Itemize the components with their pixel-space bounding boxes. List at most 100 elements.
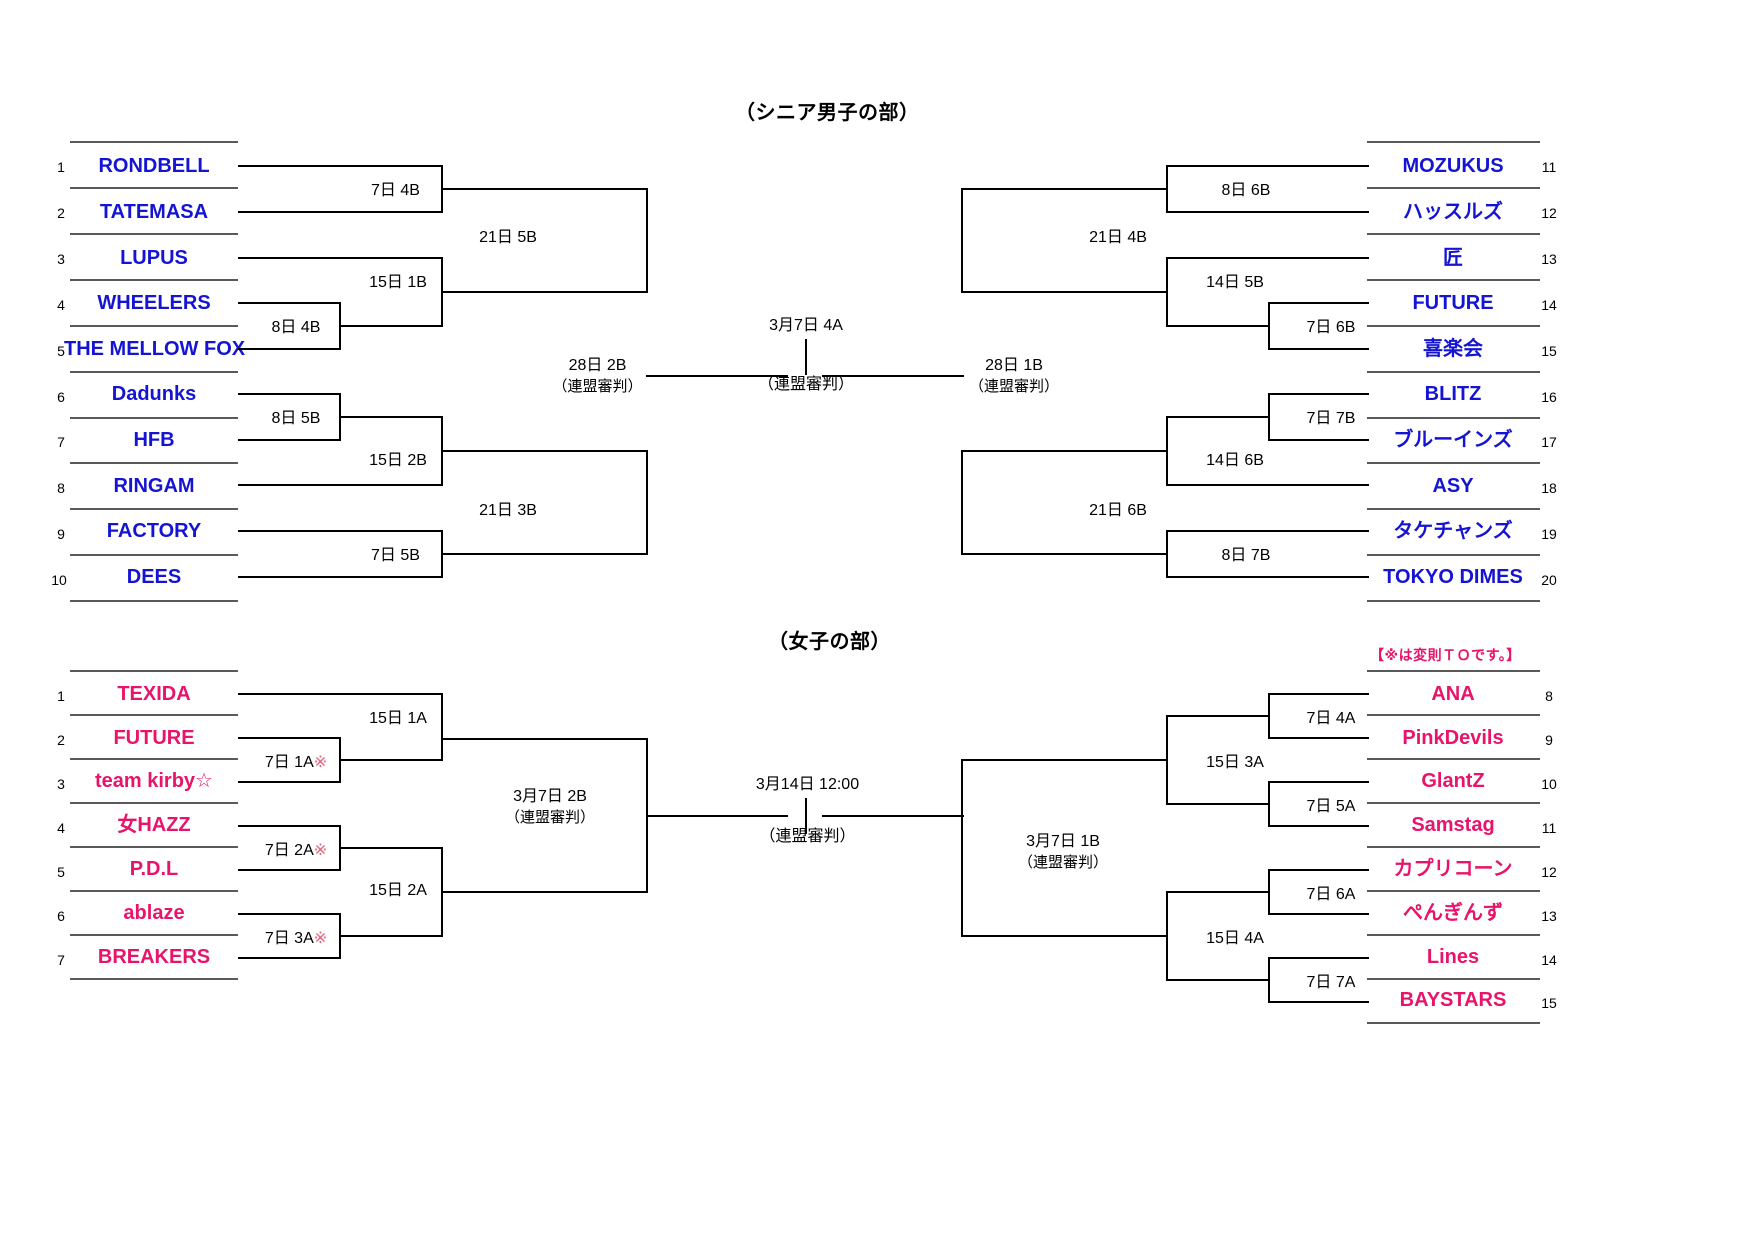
team-rule [70, 670, 238, 672]
bracket-line [1166, 257, 1369, 259]
bracket-line [646, 815, 788, 817]
team-name: FUTURE [1412, 292, 1494, 314]
round-label: 21日 3B [479, 502, 537, 519]
round-label: （連盟審判） [757, 376, 854, 393]
bracket-line [1268, 1001, 1369, 1003]
bracket-line [341, 935, 443, 937]
team-rule [70, 325, 238, 327]
team-name: Dadunks [111, 383, 197, 405]
team-name: Lines [1426, 946, 1480, 968]
bracket-line [441, 693, 443, 759]
team-rule [1367, 325, 1540, 327]
round-label: 14日 5B [1206, 274, 1264, 291]
seed-number: 3 [57, 776, 65, 792]
team-name: ブルーインズ [1393, 429, 1513, 451]
bracket-line [238, 257, 443, 259]
round-label-main: 3月7日 1B [1026, 833, 1100, 850]
men-section-title: （シニア男子の部） [735, 102, 920, 124]
team-rule [70, 890, 238, 892]
team-name: WHEELERS [97, 292, 211, 314]
bracket-line [441, 891, 648, 893]
bracket-line [1166, 715, 1268, 717]
round-label-main: 28日 2B [568, 357, 627, 374]
bracket-line [805, 798, 807, 834]
seed-number: 13 [1541, 251, 1557, 267]
bracket-line [441, 553, 648, 555]
seed-number: 10 [1541, 776, 1557, 792]
round-label: 8日 7B [1221, 547, 1271, 564]
round-label: 15日 3A [1206, 754, 1264, 771]
seed-number: 15 [1541, 343, 1557, 359]
team-name: TEXIDA [117, 683, 191, 705]
bracket-line [238, 530, 443, 532]
round-label: 21日 6B [1089, 502, 1147, 519]
round-label: 15日 1A [369, 710, 427, 727]
bracket-line [822, 815, 964, 817]
team-name: TATEMASA [99, 201, 209, 223]
bracket-line [238, 737, 341, 739]
bracket-line [339, 825, 341, 869]
team-name: GlantZ [1421, 770, 1485, 792]
team-name: BREAKERS [97, 946, 211, 968]
seed-number: 7 [57, 952, 65, 968]
bracket-line [961, 188, 1168, 190]
team-name: HFB [133, 429, 175, 451]
team-name: FACTORY [106, 520, 202, 542]
bracket-line [1268, 348, 1369, 350]
bracket-line [1166, 325, 1268, 327]
team-rule [1367, 279, 1540, 281]
bracket-line [1268, 439, 1369, 441]
bracket-line [238, 393, 341, 395]
bracket-line [339, 737, 341, 781]
round-label: 28日 2B （連盟審判） [540, 355, 655, 397]
round-label: 7日 4A [1306, 710, 1356, 727]
bracket-line [1166, 484, 1369, 486]
seed-number: 19 [1541, 526, 1557, 542]
team-name: FUTURE [113, 727, 195, 749]
bracket-line [1268, 781, 1270, 825]
team-name: P.D.L [129, 858, 179, 880]
bracket-line [238, 576, 443, 578]
bracket-line [339, 393, 341, 439]
seed-number: 2 [57, 205, 65, 221]
team-name: PinkDevils [1402, 727, 1504, 749]
bracket-line [1268, 737, 1369, 739]
bracket-line [238, 781, 341, 783]
round-label: 3月7日 4A [769, 317, 843, 334]
bracket-line [646, 188, 648, 291]
team-rule [1367, 934, 1540, 936]
team-rule [70, 233, 238, 235]
bracket-line [822, 375, 964, 377]
bracket-line [1166, 416, 1268, 418]
seed-number: 11 [1541, 820, 1557, 836]
team-rule [1367, 554, 1540, 556]
bracket-line [1268, 693, 1270, 737]
seed-number: 15 [1541, 995, 1557, 1011]
round-label: 7日 1A※ [250, 752, 342, 774]
bracket-line [1268, 302, 1270, 348]
team-rule [1367, 714, 1540, 716]
round-label-sub: （連盟審判） [504, 808, 595, 826]
bracket-line [961, 291, 1168, 293]
bracket-line [339, 913, 341, 957]
bracket-line [1268, 869, 1369, 871]
round-label: 21日 4B [1089, 229, 1147, 246]
seed-number: 2 [57, 732, 65, 748]
team-name: Samstag [1411, 814, 1495, 836]
round-label: 7日 7A [1306, 974, 1356, 991]
round-label: 7日 5A [1306, 798, 1356, 815]
team-rule [70, 279, 238, 281]
team-rule [70, 554, 238, 556]
round-label-main: 7日 1A [264, 754, 314, 771]
seed-number: 1 [57, 688, 65, 704]
bracket-line [646, 450, 648, 553]
bracket-line [961, 935, 1168, 937]
team-rule [1367, 600, 1540, 602]
seed-number: 3 [57, 251, 65, 267]
seed-number: 4 [57, 820, 65, 836]
bracket-line [238, 869, 341, 871]
round-label: （連盟審判） [759, 828, 856, 845]
bracket-line [238, 439, 341, 441]
bracket-line [1268, 825, 1369, 827]
team-rule [1367, 758, 1540, 760]
